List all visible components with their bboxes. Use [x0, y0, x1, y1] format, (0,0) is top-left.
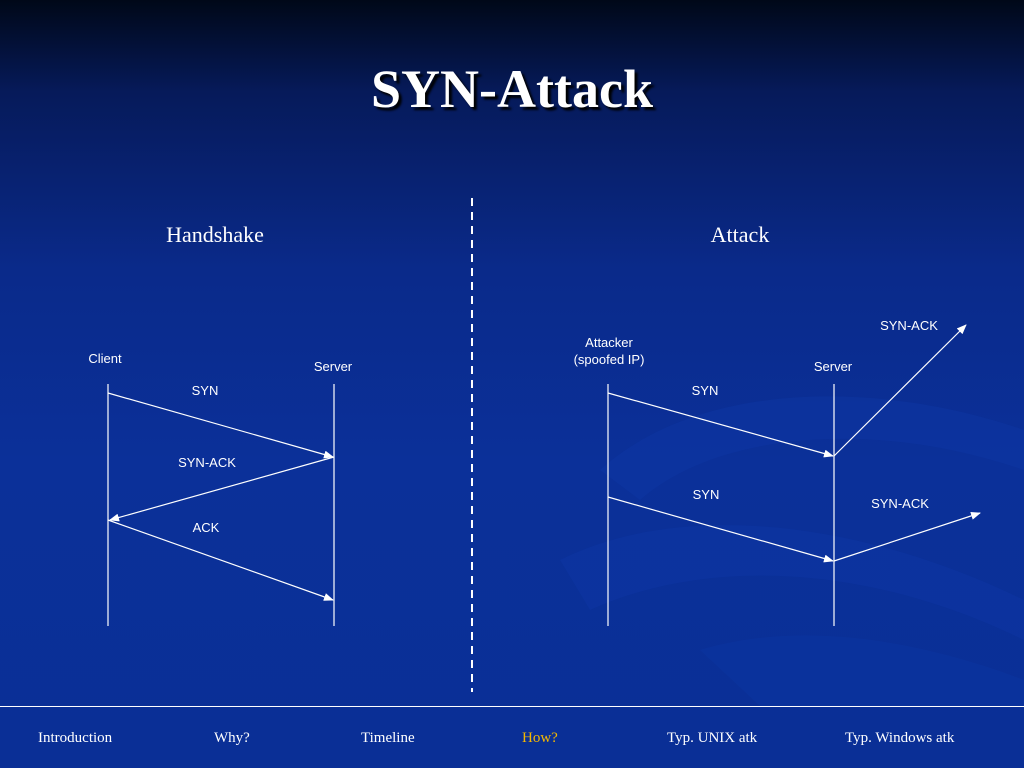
- arrow-syn: [107, 392, 334, 459]
- arrow-attack-synack-2: [833, 512, 981, 562]
- label-attack-synack-1: SYN-ACK: [880, 318, 938, 333]
- server-label-attack: Server: [814, 359, 853, 374]
- label-syn: SYN: [192, 383, 219, 398]
- label-attack-syn-1: SYN: [692, 383, 719, 398]
- handshake-heading: Handshake: [166, 222, 264, 247]
- client-label: Client: [88, 351, 122, 366]
- nav-introduction[interactable]: Introduction: [38, 730, 113, 746]
- label-attack-synack-2: SYN-ACK: [871, 496, 929, 511]
- label-synack: SYN-ACK: [178, 455, 236, 470]
- nav-unix-attack[interactable]: Typ. UNIX atk: [667, 730, 758, 746]
- attacker-label-line1: Attacker: [585, 335, 633, 350]
- server-label-handshake: Server: [314, 359, 353, 374]
- arrow-attack-synack-1: [833, 324, 967, 457]
- arrow-attack-syn-1: [607, 392, 834, 458]
- label-ack: ACK: [193, 520, 220, 535]
- bottom-nav: Introduction Why? Timeline How? Typ. UNI…: [0, 730, 1024, 754]
- nav-timeline[interactable]: Timeline: [361, 730, 415, 746]
- nav-divider: [0, 706, 1024, 707]
- nav-how[interactable]: How?: [522, 730, 558, 746]
- attack-heading: Attack: [710, 222, 770, 247]
- arrow-attack-syn-2: [607, 496, 834, 563]
- arrow-synack: [109, 456, 335, 522]
- nav-why[interactable]: Why?: [214, 730, 250, 746]
- arrow-ack: [107, 519, 334, 601]
- label-attack-syn-2: SYN: [693, 487, 720, 502]
- slide-title: SYN-Attack: [371, 59, 653, 119]
- nav-windows-attack[interactable]: Typ. Windows atk: [845, 730, 955, 746]
- attacker-label-line2: (spoofed IP): [574, 352, 645, 367]
